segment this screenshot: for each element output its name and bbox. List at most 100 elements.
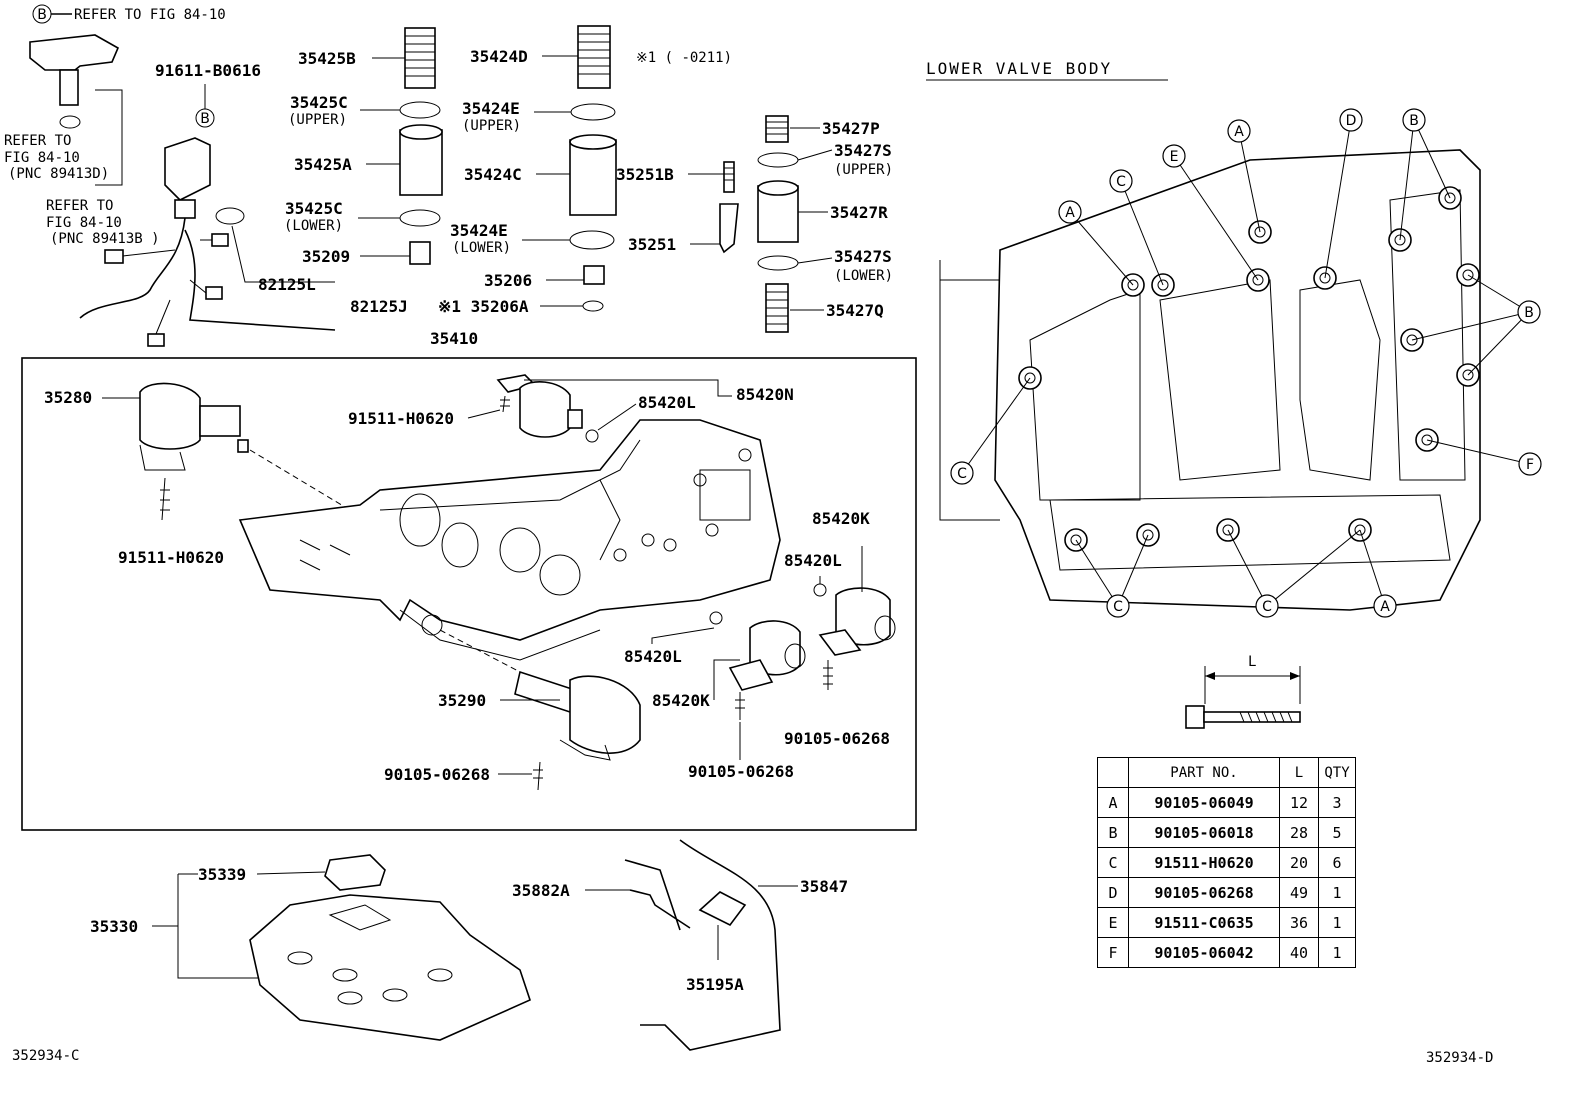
valve-body-bolt-head xyxy=(1421,434,1433,446)
callout-leader xyxy=(1120,180,1164,286)
valve-body-bolt-head xyxy=(1252,274,1264,286)
label-35847: 35847 xyxy=(800,877,848,896)
ref-b-fig-label: REFER TO FIG 84-10 xyxy=(74,7,226,23)
table-row: E 91511-C0635 36 1 xyxy=(1097,907,1356,938)
callout-leader xyxy=(1238,130,1261,233)
refer-to-label-2: REFER TO xyxy=(46,198,113,214)
label-35427r: 35427R xyxy=(830,203,888,222)
dimension-l-label: L xyxy=(1248,654,1256,670)
solenoid-85420n xyxy=(496,374,599,443)
callout-leader xyxy=(1359,529,1386,607)
valve-body-bolt-head xyxy=(1222,524,1234,536)
label-35251b: 35251B xyxy=(616,165,674,184)
callout-letter: C xyxy=(1262,599,1272,615)
speed-sensor: B xyxy=(29,4,123,186)
label-35424e-upper: 35424E xyxy=(462,99,520,118)
label-91611-b0616: 91611-B0616 xyxy=(155,61,261,80)
callout-leader xyxy=(1467,274,1530,313)
accumulator-set-1 xyxy=(399,27,443,265)
label-35206: 35206 xyxy=(484,271,532,290)
label-85420l-c: 85420L xyxy=(624,647,682,666)
row-qty: 6 xyxy=(1318,847,1356,878)
table-row: F 90105-06042 40 1 xyxy=(1097,937,1356,968)
row-key: F xyxy=(1097,937,1129,968)
table-row: C 91511-H0620 20 6 xyxy=(1097,847,1356,878)
note-1-label: ※1 ( -0211) xyxy=(636,50,732,66)
row-part-no: 90105-06268 xyxy=(1128,877,1280,908)
row-l: 49 xyxy=(1279,877,1319,908)
callout-leader xyxy=(1324,119,1352,279)
bolt-table-header: PART NO. L QTY xyxy=(1097,757,1356,788)
valve-body-bolt-head xyxy=(1444,192,1456,204)
callout-circle xyxy=(1517,300,1541,324)
row-qty: 5 xyxy=(1318,817,1356,848)
label-35330: 35330 xyxy=(90,917,138,936)
valve-body-bolt-head xyxy=(1354,524,1366,536)
row-qty: 1 xyxy=(1318,907,1356,938)
row-l: 20 xyxy=(1279,847,1319,878)
callout-leader xyxy=(1075,539,1119,607)
callout-circle xyxy=(1227,119,1251,143)
bolt-table: PART NO. L QTY A 90105-06049 12 3 B 9010… xyxy=(1097,757,1356,968)
row-part-no: 91511-H0620 xyxy=(1128,847,1280,878)
row-key: E xyxy=(1097,907,1129,938)
callout-leader xyxy=(1413,119,1451,199)
callout-leader xyxy=(1426,439,1531,465)
lower-valve-body-title: LOWER VALVE BODY xyxy=(926,59,1112,78)
table-row: D 90105-06268 49 1 xyxy=(1097,877,1356,908)
label-35410: 35410 xyxy=(430,329,478,348)
callout-letter: A xyxy=(1380,599,1390,615)
row-part-no: 90105-06042 xyxy=(1128,937,1280,968)
label-lower-3: (LOWER) xyxy=(834,268,893,284)
label-upper-2: (UPPER) xyxy=(462,118,521,134)
label-35425c-lower: 35425C xyxy=(285,199,343,218)
callout-letter: C xyxy=(1116,174,1126,190)
callout-circle xyxy=(1402,108,1426,132)
row-part-no: 91511-C0635 xyxy=(1128,907,1280,938)
solenoid-35290 xyxy=(439,629,641,791)
label-35280: 35280 xyxy=(44,388,92,407)
label-35424e-lower: 35424E xyxy=(450,221,508,240)
callout-circle xyxy=(1373,594,1397,618)
pnc-label-1: (PNC 89413D) xyxy=(8,166,109,182)
bolt-dimension-drawing xyxy=(1185,666,1301,729)
solenoid-85420k-a xyxy=(813,583,896,690)
label-90105-06268-a: 90105-06268 xyxy=(384,765,490,784)
solenoid-35280 xyxy=(139,382,351,521)
label-85420l-a: 85420L xyxy=(638,393,696,412)
callout-circle xyxy=(950,461,974,485)
callout-leader xyxy=(1266,529,1361,607)
row-l: 12 xyxy=(1279,787,1319,818)
label-35206a: ※1 35206A xyxy=(438,297,529,316)
oil-pipes xyxy=(624,839,781,1051)
pnc-label-2: (PNC 89413B ) xyxy=(50,231,160,247)
label-lower-1: (LOWER) xyxy=(284,218,343,234)
label-85420k-b: 85420K xyxy=(652,691,710,710)
callout-leader xyxy=(1467,311,1530,376)
callout-leader xyxy=(1411,311,1530,341)
label-35195a: 35195A xyxy=(686,975,744,994)
callout-leader xyxy=(961,377,1031,474)
callout-circle xyxy=(1058,200,1082,224)
accumulator-set-3 xyxy=(757,115,799,333)
valve-body-bolt-head xyxy=(1157,279,1169,291)
callout-letter: B xyxy=(1409,113,1419,129)
callout-letter: C xyxy=(1113,599,1123,615)
svg-text:B: B xyxy=(37,7,47,23)
valve-body-bolt-head xyxy=(1394,234,1406,246)
valve-body-bolt-head xyxy=(1127,279,1139,291)
label-85420l-b: 85420L xyxy=(784,551,842,570)
table-row: A 90105-06049 12 3 xyxy=(1097,787,1356,818)
accumulator-set-2 xyxy=(569,25,617,312)
callout-letter: D xyxy=(1346,113,1357,129)
label-upper-1: (UPPER) xyxy=(288,112,347,128)
label-82125j: 82125J xyxy=(350,297,408,316)
oil-strainer xyxy=(249,854,531,1041)
table-header-qty: QTY xyxy=(1318,757,1356,788)
right-diagram-code: 352934-D xyxy=(1426,1050,1493,1066)
label-35290: 35290 xyxy=(438,691,486,710)
callout-leader xyxy=(1227,529,1268,607)
label-35209: 35209 xyxy=(302,247,350,266)
